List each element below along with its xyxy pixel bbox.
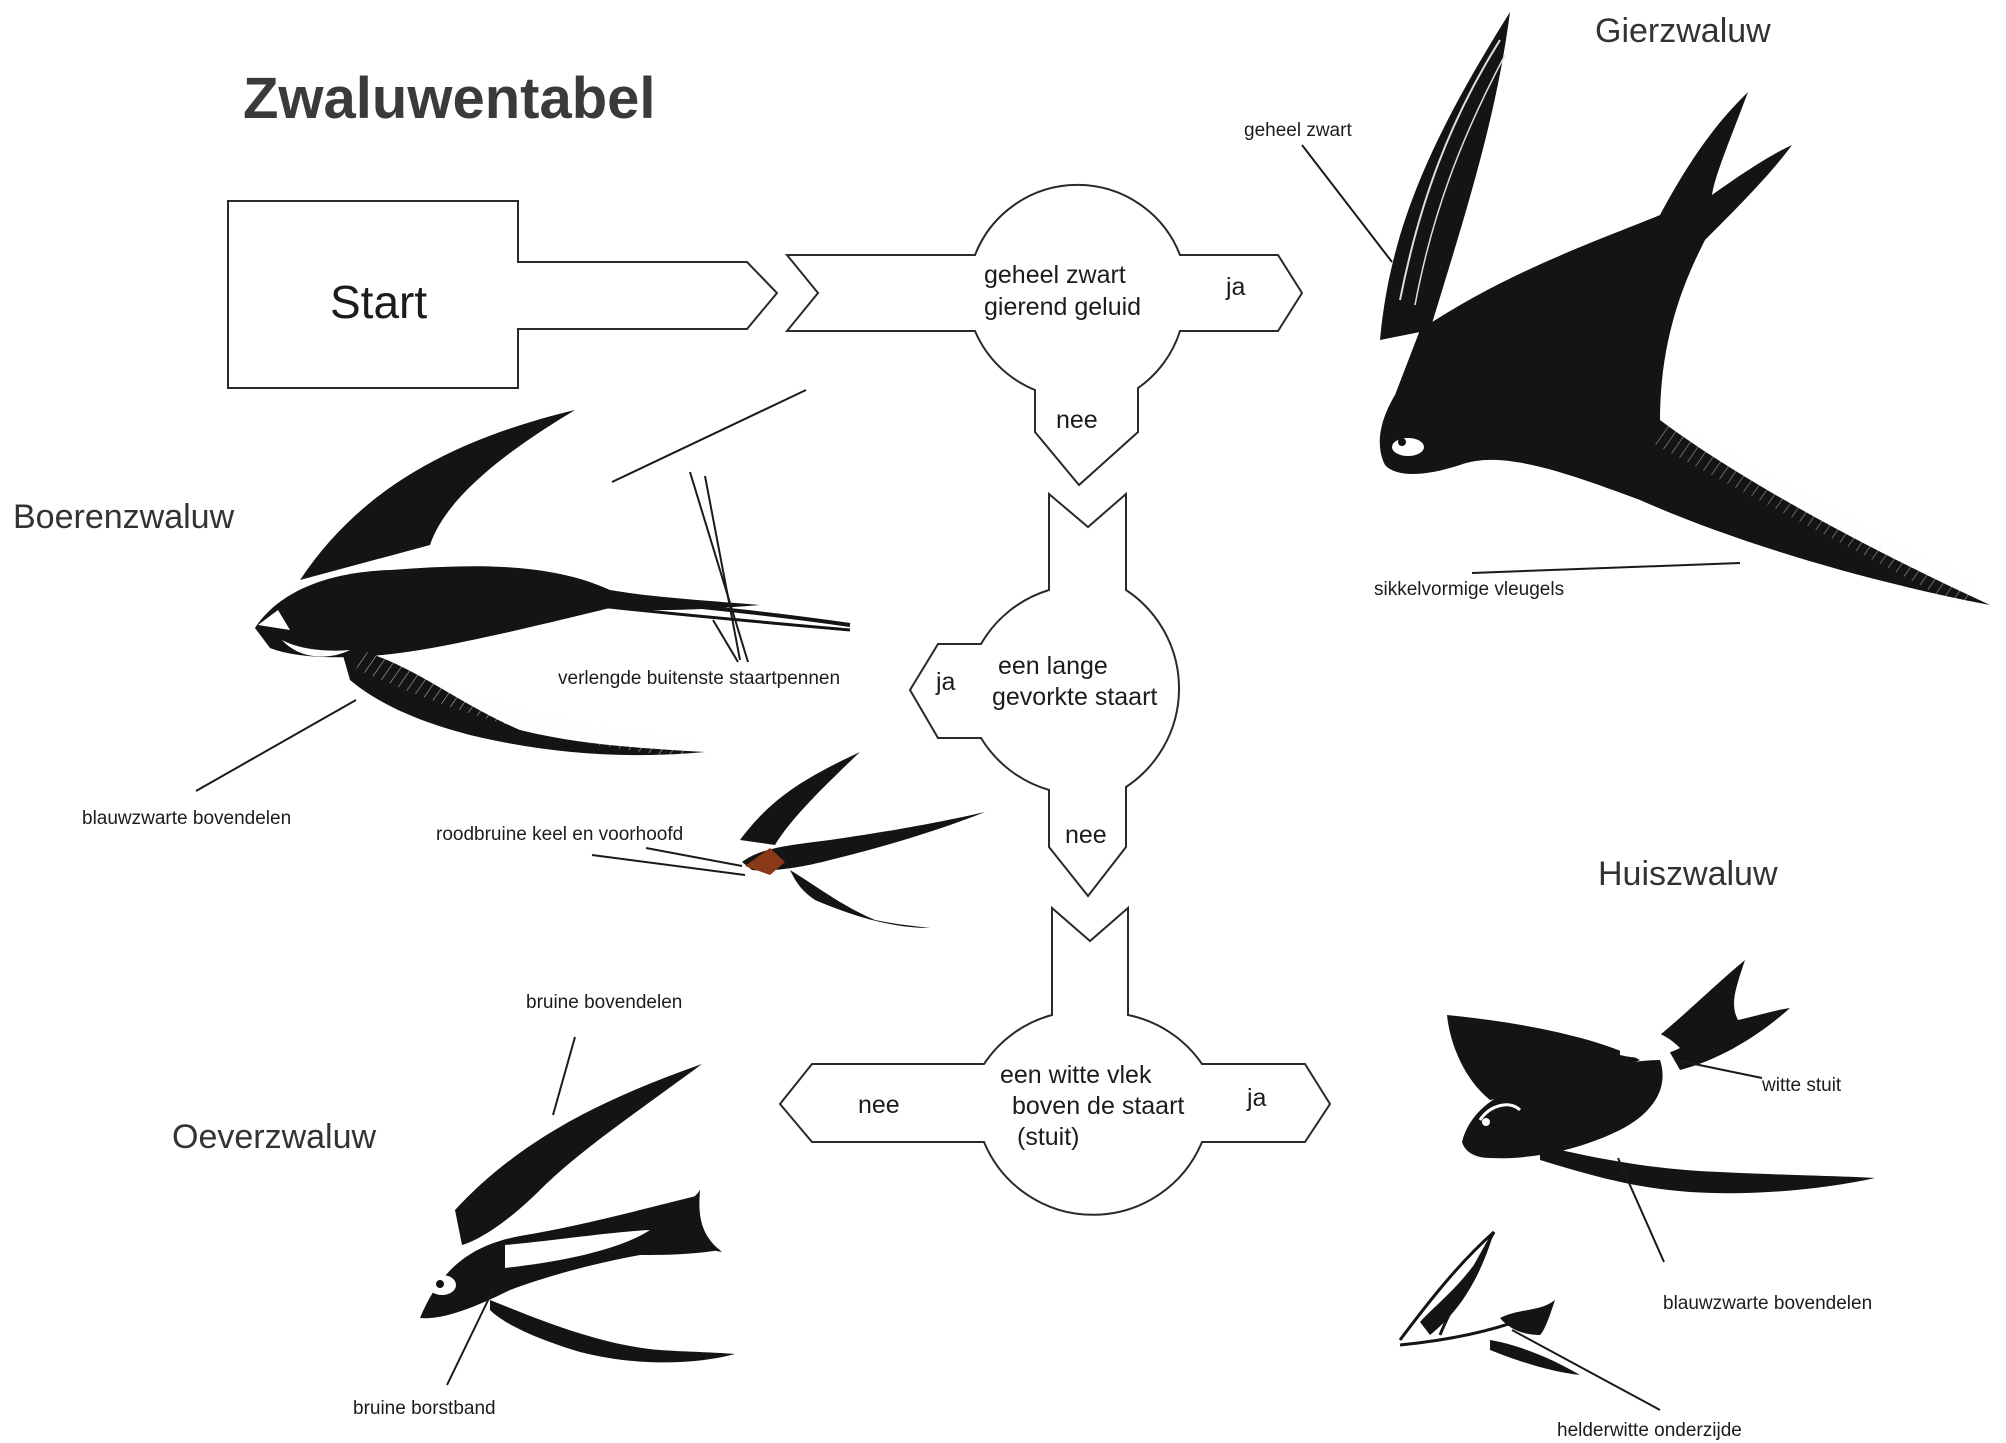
boerenzwaluw-leader-2	[196, 700, 356, 791]
oeverzwaluw-label-2: bruine borstband	[353, 1398, 496, 1419]
question-1-no: nee	[1056, 406, 1098, 434]
gierzwaluw-label-1: geheel zwart	[1244, 120, 1352, 141]
question-2-yes: ja	[935, 668, 956, 696]
page-title: Zwaluwentabel	[243, 66, 656, 131]
huiszwaluw-label-3: helderwitte onderzijde	[1557, 1420, 1742, 1441]
huiszwaluw-leader-1	[1675, 1060, 1762, 1078]
huiszwaluw-label-2: blauwzwarte bovendelen	[1663, 1293, 1872, 1314]
question-2-line-1: een lange	[998, 652, 1108, 680]
boerenzwaluw-name: Boerenzwaluw	[13, 498, 235, 536]
boerenzwaluw-label-2: blauwzwarte bovendelen	[82, 808, 291, 829]
question-3-node: een witte vlek boven de staart (stuit) j…	[780, 908, 1330, 1215]
boerenzwaluw-leader-1a	[612, 390, 806, 482]
boerenzwaluw-label-3: roodbruine keel en voorhoofd	[436, 824, 683, 845]
boerenzwaluw-leader-1b	[690, 472, 748, 662]
huiszwaluw-group: Huiszwaluw witte stuit blauwzwarte boven…	[1400, 855, 1875, 1441]
question-2-line-2: gevorkte staart	[992, 683, 1157, 711]
huiszwaluw-label-1: witte stuit	[1761, 1075, 1842, 1096]
gierzwaluw-name: Gierzwaluw	[1595, 12, 1771, 50]
boerenzwaluw-group: Boerenzwaluw verlengde buitenste staartp	[13, 390, 985, 928]
oeverzwaluw-name: Oeverzwaluw	[172, 1118, 377, 1156]
oeverzwaluw-illustration	[420, 1064, 735, 1362]
question-3-yes: ja	[1246, 1084, 1267, 1112]
gierzwaluw-label-2: sikkelvormige vleugels	[1374, 579, 1564, 600]
question-1-line-2: gierend geluid	[984, 293, 1141, 321]
question-2-node: een lange gevorkte staart ja nee	[910, 494, 1179, 896]
question-1-node: geheel zwart gierend geluid ja nee	[787, 185, 1302, 485]
gierzwaluw-leader-1	[1302, 145, 1392, 262]
boerenzwaluw-leader-1c	[705, 476, 740, 660]
gierzwaluw-group: Gierzwaluw geheel zwart sikkelvormige vl…	[1244, 12, 1990, 605]
start-node: Start	[228, 201, 777, 388]
oeverzwaluw-label-1: bruine bovendelen	[526, 992, 682, 1013]
boerenzwaluw-leader-3a	[592, 855, 745, 875]
gierzwaluw-illustration	[1380, 12, 1990, 605]
question-2-no: nee	[1065, 821, 1107, 849]
question-3-no: nee	[858, 1091, 900, 1119]
boerenzwaluw-label-1: verlengde buitenste staartpennen	[558, 668, 840, 689]
question-1-line-1: geheel zwart	[984, 261, 1126, 289]
start-label: Start	[330, 276, 427, 328]
question-3-line-3: (stuit)	[1017, 1123, 1080, 1151]
huiszwaluw-name: Huiszwaluw	[1598, 855, 1778, 893]
question-1-yes: ja	[1225, 273, 1246, 301]
oeverzwaluw-leader-1	[553, 1037, 575, 1115]
gierzwaluw-leader-2	[1472, 563, 1740, 573]
oeverzwaluw-group: Oeverzwaluw bruine bovendelen bruine bor…	[172, 992, 735, 1419]
question-3-line-2: boven de staart	[1012, 1092, 1184, 1120]
question-3-line-1: een witte vlek	[1000, 1061, 1152, 1089]
huiszwaluw-leader-3	[1512, 1330, 1660, 1410]
